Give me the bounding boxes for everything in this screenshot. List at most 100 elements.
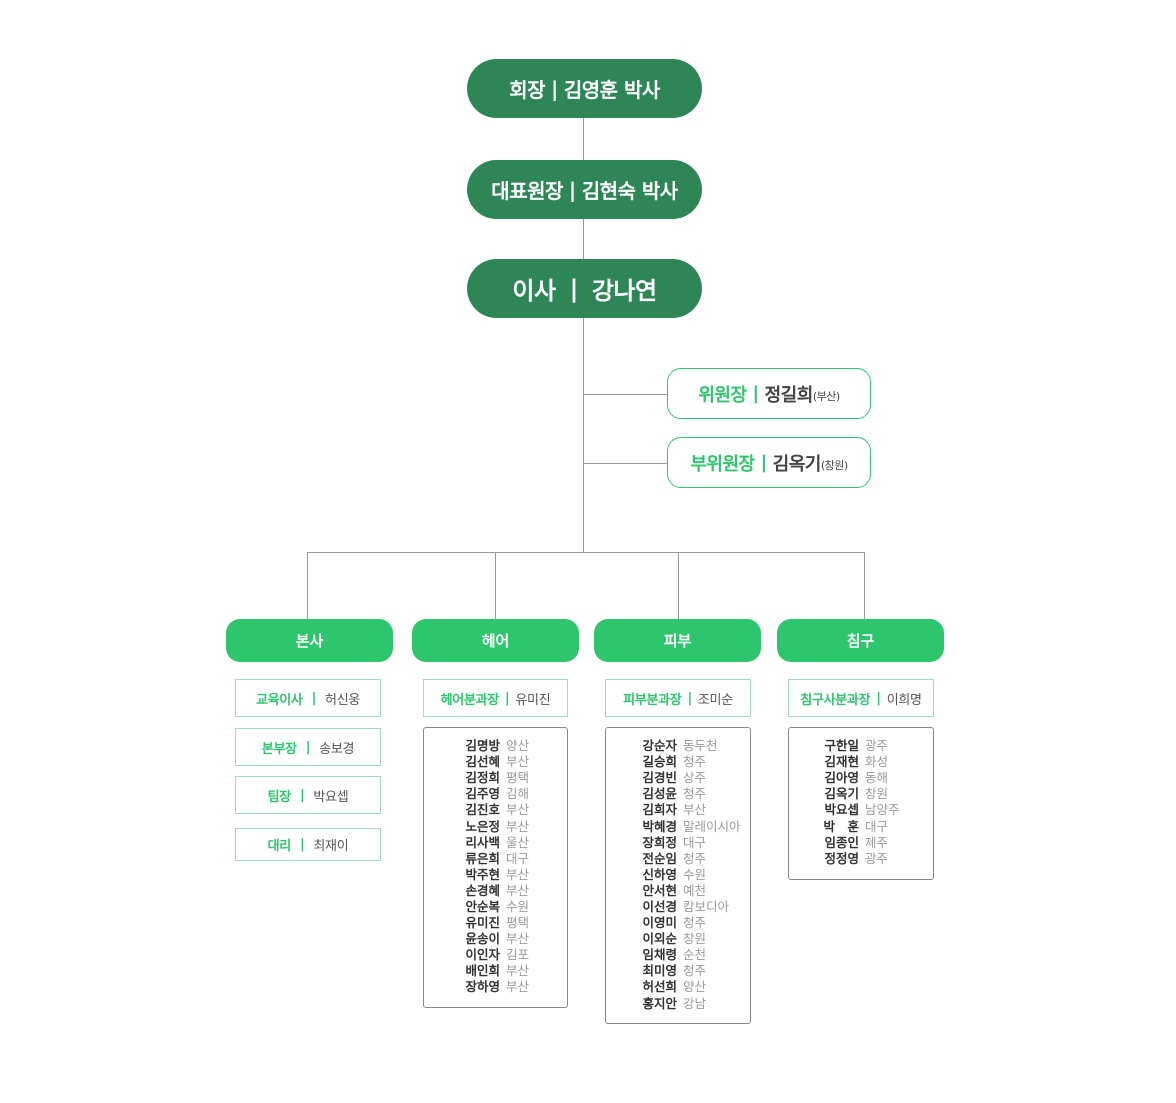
dept-drop-connector-4 bbox=[864, 552, 865, 619]
member-location: 부산 bbox=[506, 818, 530, 834]
member-location: 부산 bbox=[506, 754, 530, 770]
director-name: 강나연 bbox=[591, 277, 657, 305]
member-name: 최미영 bbox=[642, 963, 677, 979]
dept-headquarters: 본사 bbox=[226, 619, 393, 662]
committee-chair-role: 위원장 bbox=[698, 384, 747, 406]
member-name: 박주현 bbox=[465, 866, 500, 882]
member-row: 김선혜 부산 bbox=[424, 754, 567, 770]
acupuncture-division-head-box: 침구사분과장 | 이희명 bbox=[788, 679, 934, 717]
member-location: 평택 bbox=[506, 915, 530, 931]
member-location: 예천 bbox=[683, 882, 707, 898]
member-name: 장하영 bbox=[465, 979, 500, 995]
member-name: 홍지안 bbox=[642, 995, 677, 1011]
member-location: 부산 bbox=[506, 866, 530, 882]
member-location: 수원 bbox=[506, 898, 530, 914]
member-name: 정정영 bbox=[824, 850, 859, 866]
member-name: 신하영 bbox=[642, 866, 677, 882]
member-location: 청주 bbox=[683, 786, 707, 802]
member-row: 이인자 김포 bbox=[424, 947, 567, 963]
member-name: 허선희 bbox=[642, 979, 677, 995]
member-location: 부산 bbox=[506, 963, 530, 979]
committee-vice-chair-separator: | bbox=[760, 452, 768, 473]
ceo-node: 대표원장 | 김현숙 박사 bbox=[467, 160, 702, 219]
member-name: 박 훈 bbox=[823, 818, 859, 834]
member-location: 청주 bbox=[683, 915, 707, 931]
hq-position-separator: | bbox=[299, 787, 305, 803]
member-name: 김선혜 bbox=[465, 754, 500, 770]
member-name: 노은정 bbox=[465, 818, 500, 834]
member-location: 양산 bbox=[506, 738, 530, 754]
director-separator: | bbox=[569, 274, 579, 303]
committee-vice-chair-location: (창원) bbox=[820, 459, 848, 472]
dept-hair: 헤어 bbox=[412, 619, 579, 662]
member-name: 안서현 bbox=[642, 882, 677, 898]
member-location: 창원 bbox=[865, 786, 889, 802]
member-row: 배인희 부산 bbox=[424, 963, 567, 979]
member-location: 부산 bbox=[506, 979, 530, 995]
hq-position-role: 대리 bbox=[267, 839, 292, 854]
skin-division-head-role: 피부분과장 bbox=[623, 692, 682, 708]
member-row: 임종인 제주 bbox=[789, 835, 933, 851]
member-row: 김정희 평택 bbox=[424, 770, 567, 786]
hq-position-role: 팀장 bbox=[267, 789, 292, 805]
member-name: 김재현 bbox=[824, 754, 859, 770]
member-row: 안서현 예천 bbox=[606, 883, 750, 899]
member-name: 김아영 bbox=[824, 770, 859, 786]
member-location: 부산 bbox=[506, 931, 530, 947]
member-location: 청주 bbox=[683, 754, 707, 770]
director-role: 이사 bbox=[512, 277, 556, 305]
chairman-role: 회장 bbox=[509, 78, 546, 102]
committee-vice-chair-node: 부위원장 | 김옥기 (창원) bbox=[667, 437, 871, 488]
member-location: 대구 bbox=[865, 818, 889, 834]
hair-division-head-name: 유미진 bbox=[515, 692, 551, 708]
member-location: 평택 bbox=[506, 770, 530, 786]
member-location: 순천 bbox=[683, 947, 707, 963]
member-name: 이인자 bbox=[465, 947, 500, 963]
member-location: 김포 bbox=[506, 947, 530, 963]
member-name: 김정희 bbox=[465, 770, 500, 786]
member-name: 박요셉 bbox=[824, 802, 859, 818]
hq-position-box: 교육이사 | 허신웅 bbox=[235, 679, 381, 717]
chairman-name: 김영훈 박사 bbox=[563, 78, 660, 102]
committee-chair-node: 위원장 | 정길희 (부산) bbox=[667, 368, 871, 419]
acupuncture-division-head-separator: | bbox=[876, 690, 881, 706]
hq-position-box: 팀장 | 박요셉 bbox=[235, 776, 381, 814]
member-location: 부산 bbox=[506, 882, 530, 898]
skin-division-head-separator: | bbox=[687, 690, 692, 706]
member-name: 김희자 bbox=[642, 802, 677, 818]
committee-chair-location: (부산) bbox=[812, 390, 840, 403]
committee-connector-1 bbox=[583, 394, 667, 395]
dept-skin: 피부 bbox=[594, 619, 761, 662]
committee-vice-chair-role: 부위원장 bbox=[690, 453, 755, 475]
member-name: 리사백 bbox=[465, 834, 500, 850]
member-name: 이영미 bbox=[642, 915, 677, 931]
member-location: 말레이시아 bbox=[683, 818, 741, 834]
member-row: 장하영 부산 bbox=[424, 979, 567, 995]
member-name: 배인희 bbox=[465, 963, 500, 979]
member-name: 임종인 bbox=[824, 834, 859, 850]
member-location: 제주 bbox=[865, 834, 889, 850]
member-name: 김진호 bbox=[465, 802, 500, 818]
member-location: 동해 bbox=[865, 770, 889, 786]
hair-division-head-box: 헤어분과장 | 유미진 bbox=[423, 679, 568, 717]
member-name: 김주영 bbox=[465, 786, 500, 802]
hq-position-name: 박요셉 bbox=[313, 789, 349, 805]
member-name: 박혜경 bbox=[642, 818, 677, 834]
